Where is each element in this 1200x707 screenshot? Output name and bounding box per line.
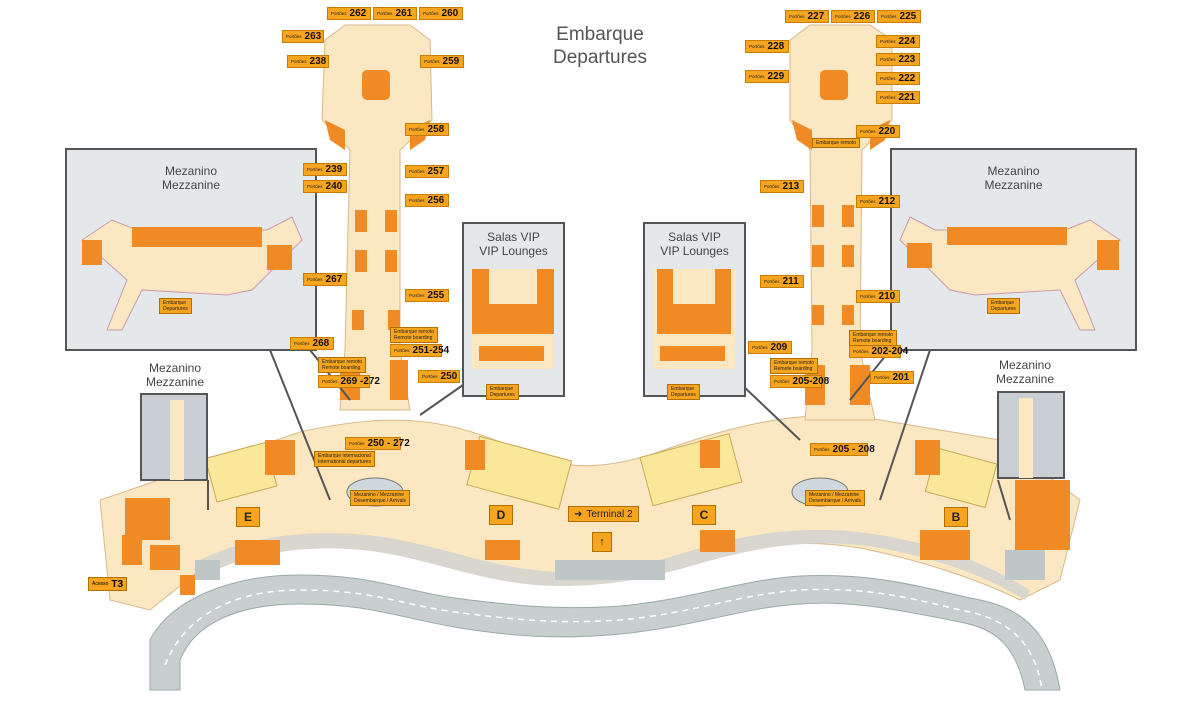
title-pt: Embarque [556,24,644,45]
inset-title-pt: Mezanino [987,164,1040,178]
checkin-c-label: C [692,505,716,525]
title-en: Departures [553,47,647,68]
checkin-b-label: B [944,507,968,527]
inset-title-en: Mezzanine [984,178,1043,192]
mezzanine-small-inset-left [140,393,208,481]
vip-plan-right [653,269,735,369]
inset-title: Mezanino Mezzanine [67,164,315,192]
mezzanine-plan-left [81,216,303,331]
terminal-2-sign[interactable]: ➜ Terminal 2 [568,506,639,522]
inset-title-pt: Salas VIP [668,230,721,244]
mezzanine-plan-right [899,216,1121,331]
up-arrow-icon: ↑ [592,532,612,552]
access-road [149,574,1061,691]
inset-title: Salas VIP VIP Lounges [464,230,563,258]
arrow-icon: ➜ [574,508,583,520]
shop-blocks [122,440,1070,595]
inset-title-en: VIP Lounges [660,244,729,258]
page-title: Embarque Departures [520,23,680,69]
checkin-e-label: E [236,507,260,527]
curbside-strip [200,529,1030,600]
inset-title-en: Mezzanine [161,178,221,192]
mezzanine-small-inset-right [997,391,1065,479]
road-centerline [164,588,1043,691]
terminal-3-sign[interactable]: Acesso T3 [88,577,128,591]
inset-title-pt: Salas VIP [487,230,540,244]
inset-title: Mezanino Mezzanine [892,164,1135,192]
inset-title-en: VIP Lounges [479,244,548,258]
mezzanine-arrivals-tag-right: Mezanino / Mezzanine Desembarque / Arriv… [805,490,865,506]
inset-title-pt: Mezanino [164,164,218,178]
mezzanine-arrivals-tag-left: Mezanino / Mezzanine Desembarque / Arriv… [350,490,410,506]
checkin-d-label: D [489,505,513,525]
vip-plan-left [472,269,554,369]
remote-boarding-tag-right-top: Embarque remoto [812,138,861,148]
inset-title: Salas VIP VIP Lounges [645,230,744,258]
